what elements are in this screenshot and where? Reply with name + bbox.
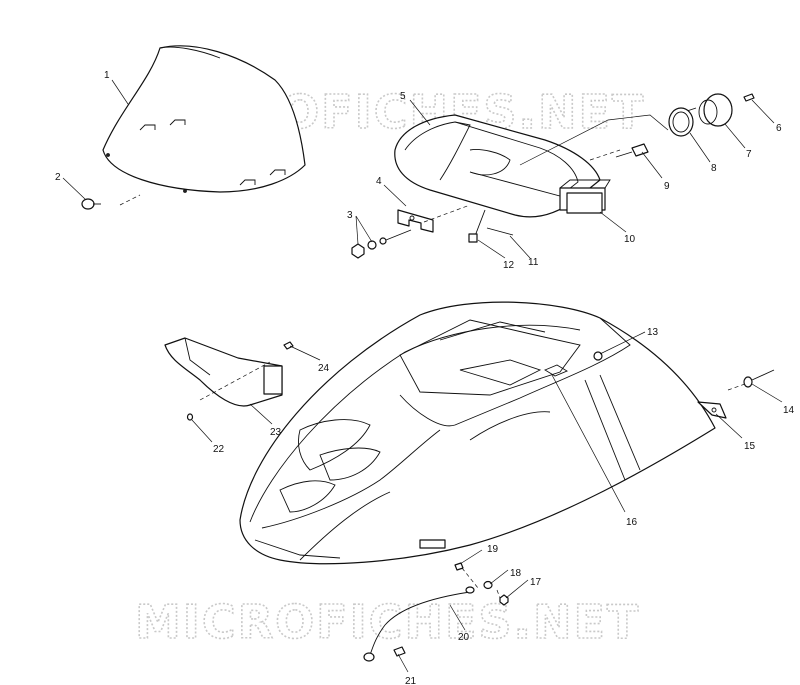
callout-16: 16 — [626, 517, 638, 528]
grommet-part — [483, 580, 493, 590]
rivet-part — [186, 413, 194, 421]
bezel-ring-part — [668, 107, 694, 137]
push-rivet-part — [283, 341, 294, 350]
callout-6: 6 — [776, 123, 782, 134]
callout-13: 13 — [647, 327, 659, 338]
callout-9: 9 — [664, 181, 670, 192]
callout-labels: 1 2 3 4 5 6 7 8 9 10 11 12 13 14 15 16 1… — [55, 70, 795, 685]
cable-nut-part — [499, 594, 509, 606]
harness-lead-part — [468, 209, 486, 243]
callout-2: 2 — [55, 172, 61, 183]
callout-14: 14 — [783, 405, 795, 416]
callout-17: 17 — [530, 577, 542, 588]
callout-1: 1 — [104, 70, 110, 81]
cable-bolt-part — [454, 562, 464, 571]
screw-part — [81, 198, 101, 210]
callout-20: 20 — [458, 632, 470, 643]
callout-12: 12 — [503, 260, 515, 271]
callout-3: 3 — [347, 210, 353, 221]
side-panel-part — [164, 337, 283, 407]
callout-5: 5 — [400, 91, 406, 102]
bracket-part — [397, 209, 434, 233]
pin-part — [743, 93, 755, 102]
cable-clip-part — [393, 646, 406, 657]
cable-part — [363, 586, 475, 662]
callout-22: 22 — [213, 444, 225, 455]
socket-part — [615, 143, 649, 158]
bolt-part — [743, 369, 775, 388]
hood-screw-part — [593, 351, 603, 361]
callout-4: 4 — [376, 176, 382, 187]
cable-tie-part — [486, 227, 514, 236]
callout-21: 21 — [405, 676, 417, 685]
callout-11: 11 — [528, 257, 539, 268]
module-part — [566, 192, 603, 214]
callout-24: 24 — [318, 363, 330, 374]
callout-15: 15 — [744, 441, 756, 452]
clip-part — [697, 401, 727, 419]
callout-23: 23 — [270, 427, 282, 438]
callout-10: 10 — [624, 234, 636, 245]
leader-lines — [62, 79, 783, 673]
callout-7: 7 — [746, 149, 752, 160]
windshield-part — [102, 45, 306, 193]
callout-8: 8 — [711, 163, 717, 174]
callout-19: 19 — [487, 544, 499, 555]
watermark-bottom: MICROFICHES.NET — [135, 595, 640, 649]
nut-washer-set-part — [351, 229, 412, 259]
hood-part — [239, 301, 716, 565]
callout-18: 18 — [510, 568, 522, 579]
